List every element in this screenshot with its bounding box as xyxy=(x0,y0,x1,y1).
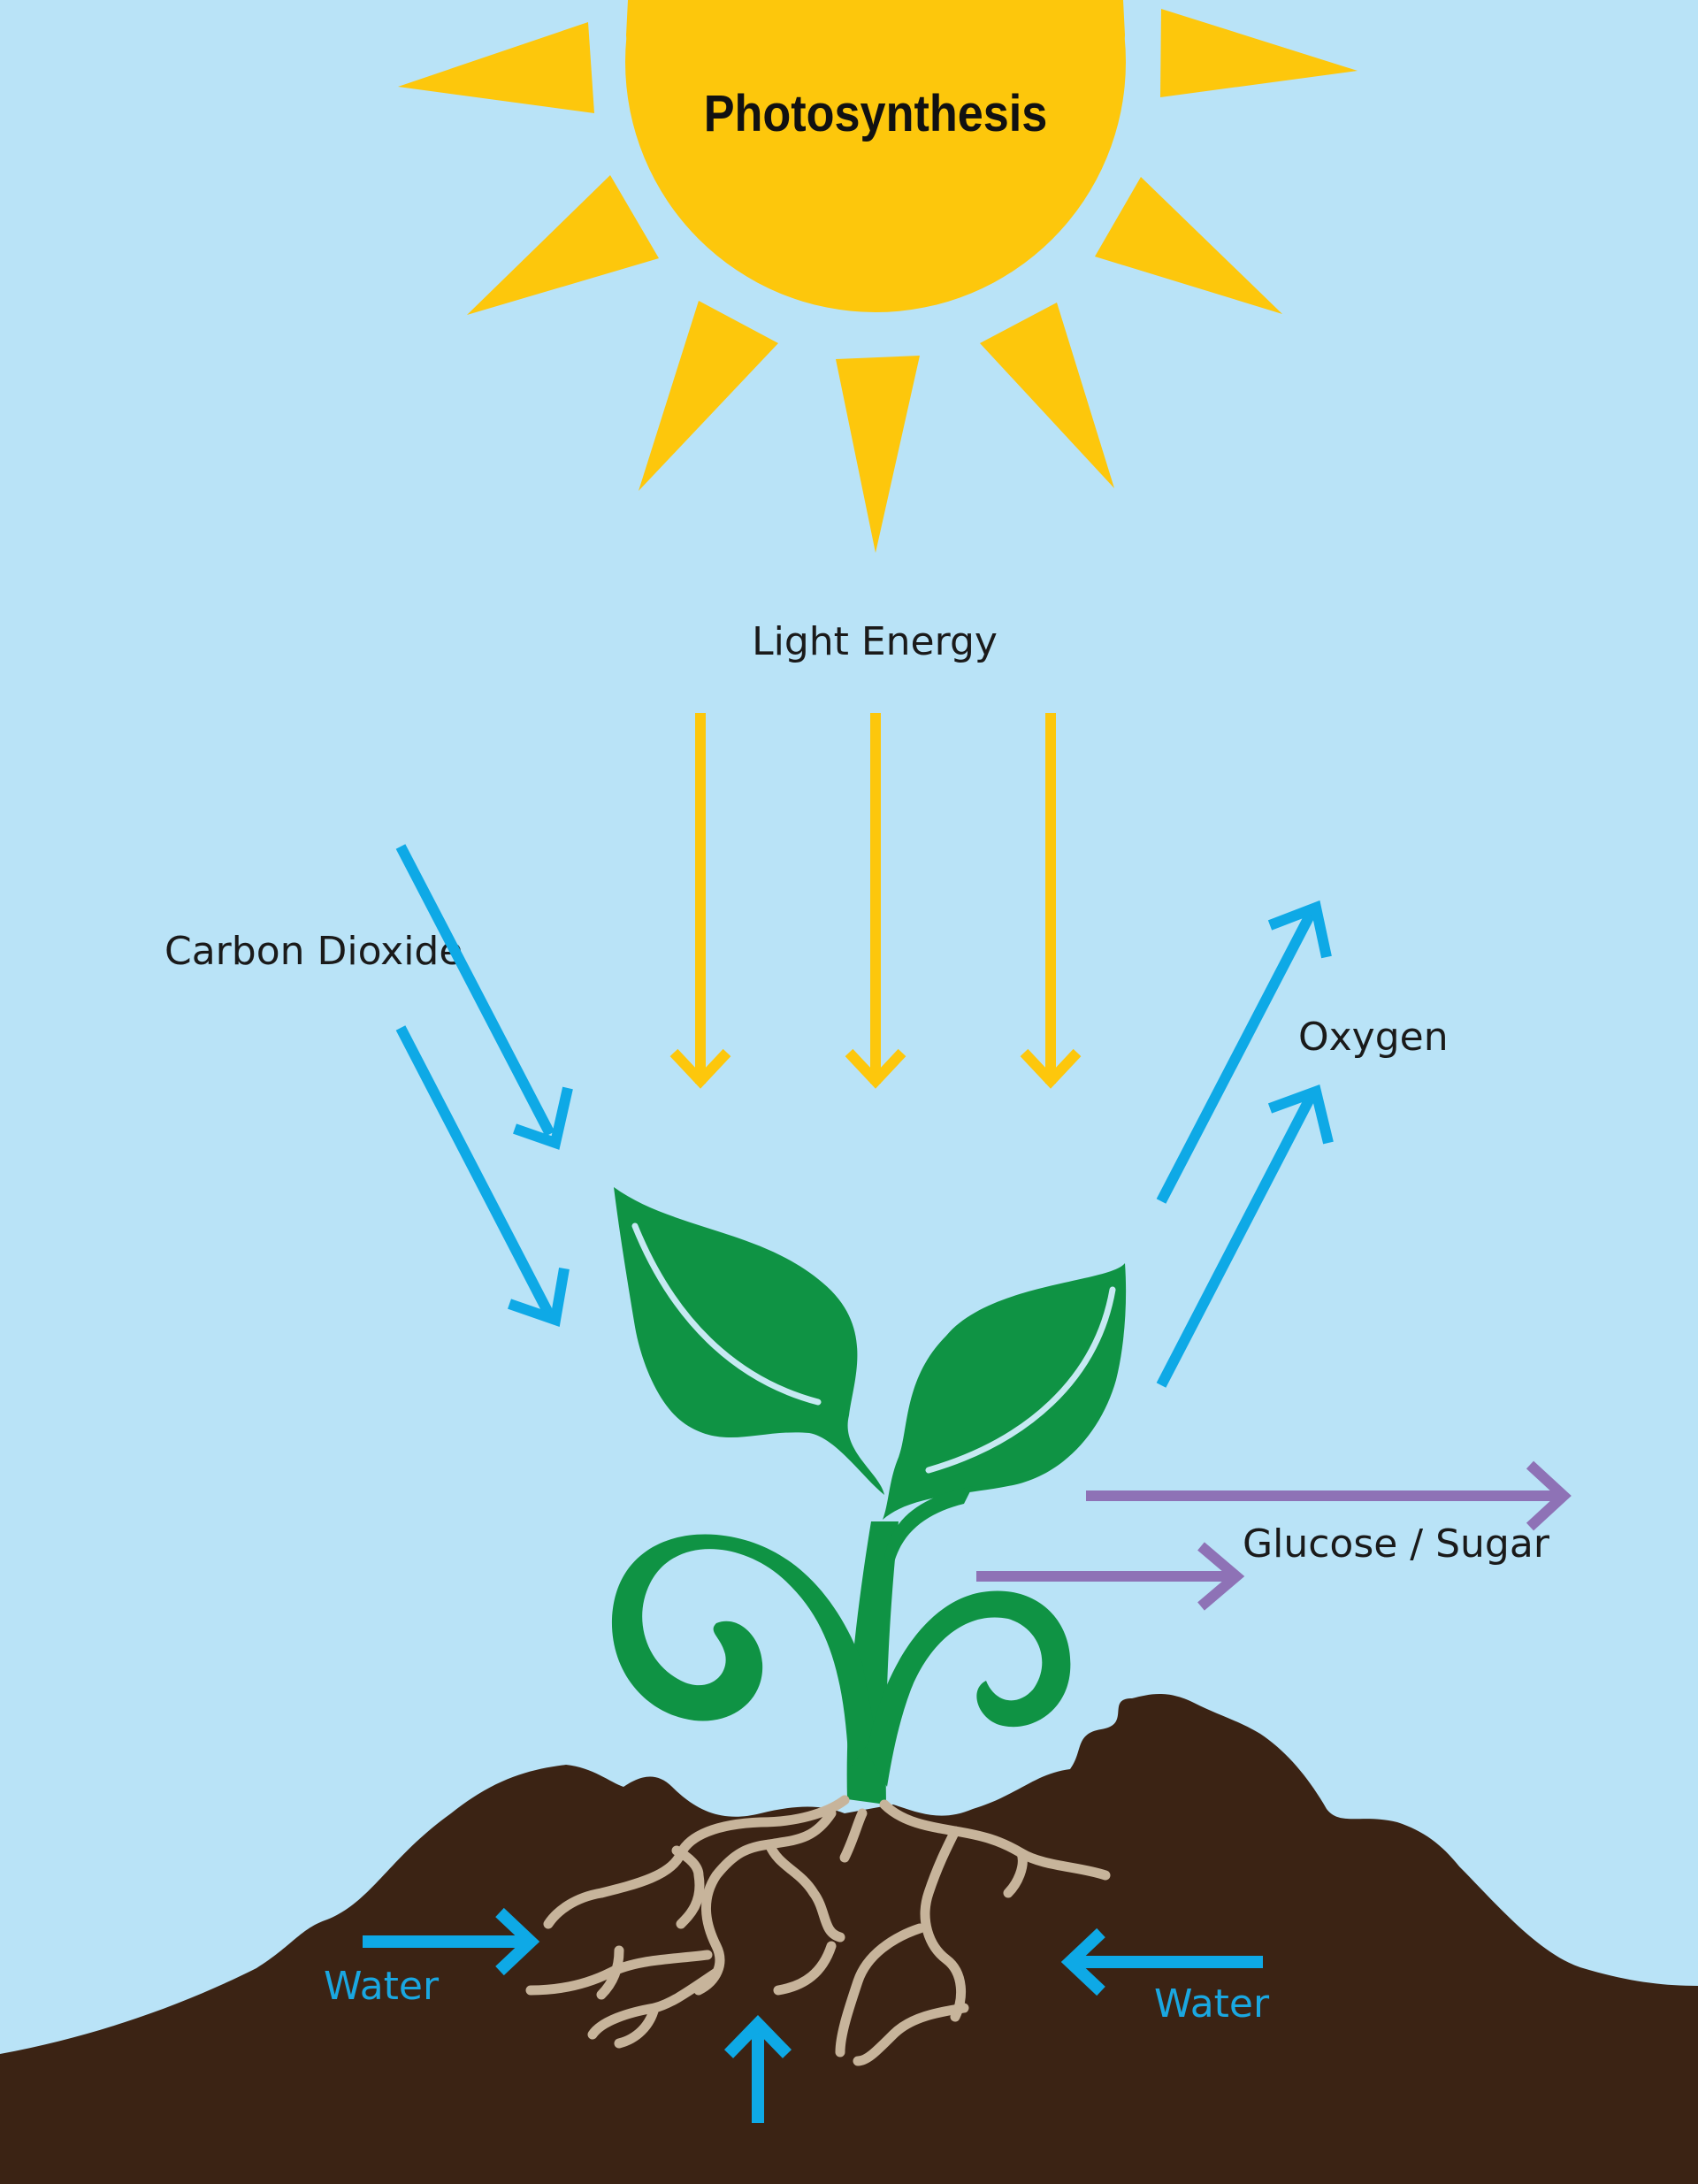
water-arrowhead-left xyxy=(495,1907,540,1976)
carbon-dioxide-arrows xyxy=(395,844,573,1327)
sun-icon xyxy=(398,0,1358,553)
diagram-title: Photosynthesis xyxy=(704,84,1048,142)
co2-arrow-1 xyxy=(395,844,555,1137)
glucose-arrowhead-1 xyxy=(1526,1460,1572,1531)
co2-arrowhead-1 xyxy=(513,1086,573,1150)
right-tendril xyxy=(867,1590,1071,1787)
glucose-arrowhead-2 xyxy=(1197,1542,1245,1611)
co2-arrowhead-2 xyxy=(508,1267,570,1327)
co2-arrow-2 xyxy=(395,1025,555,1319)
o2-arrow-2 xyxy=(1156,1094,1316,1388)
carbon-dioxide-label: Carbon Dioxide xyxy=(164,929,463,974)
plant-icon xyxy=(611,1187,1127,1805)
left-leaf xyxy=(614,1187,884,1495)
light-arrowhead-1 xyxy=(669,1048,731,1089)
water-label-right: Water xyxy=(1154,1981,1270,2027)
light-arrowhead-3 xyxy=(1020,1048,1082,1089)
o2-arrowhead-2 xyxy=(1267,1084,1334,1145)
light-energy-label: Light Energy xyxy=(752,619,998,664)
water-arrowhead-up xyxy=(723,2014,792,2058)
glucose-label: Glucose / Sugar xyxy=(1243,1521,1550,1567)
light-energy-arrows xyxy=(669,713,1082,1089)
right-leaf xyxy=(883,1263,1127,1520)
glucose-arrows xyxy=(976,1460,1572,1611)
water-label-left: Water xyxy=(324,1964,440,2009)
oxygen-label: Oxygen xyxy=(1298,1015,1449,1060)
left-tendril xyxy=(611,1534,876,1769)
o2-arrow-1 xyxy=(1156,911,1316,1204)
oxygen-arrows xyxy=(1156,900,1334,1388)
o2-arrowhead-1 xyxy=(1267,900,1332,959)
roots-icon xyxy=(525,1795,1111,2066)
water-arrowhead-right xyxy=(1060,1927,1105,1996)
soil-icon xyxy=(0,1694,1698,2184)
water-arrows xyxy=(363,1907,1263,2123)
light-arrowhead-2 xyxy=(845,1048,906,1089)
